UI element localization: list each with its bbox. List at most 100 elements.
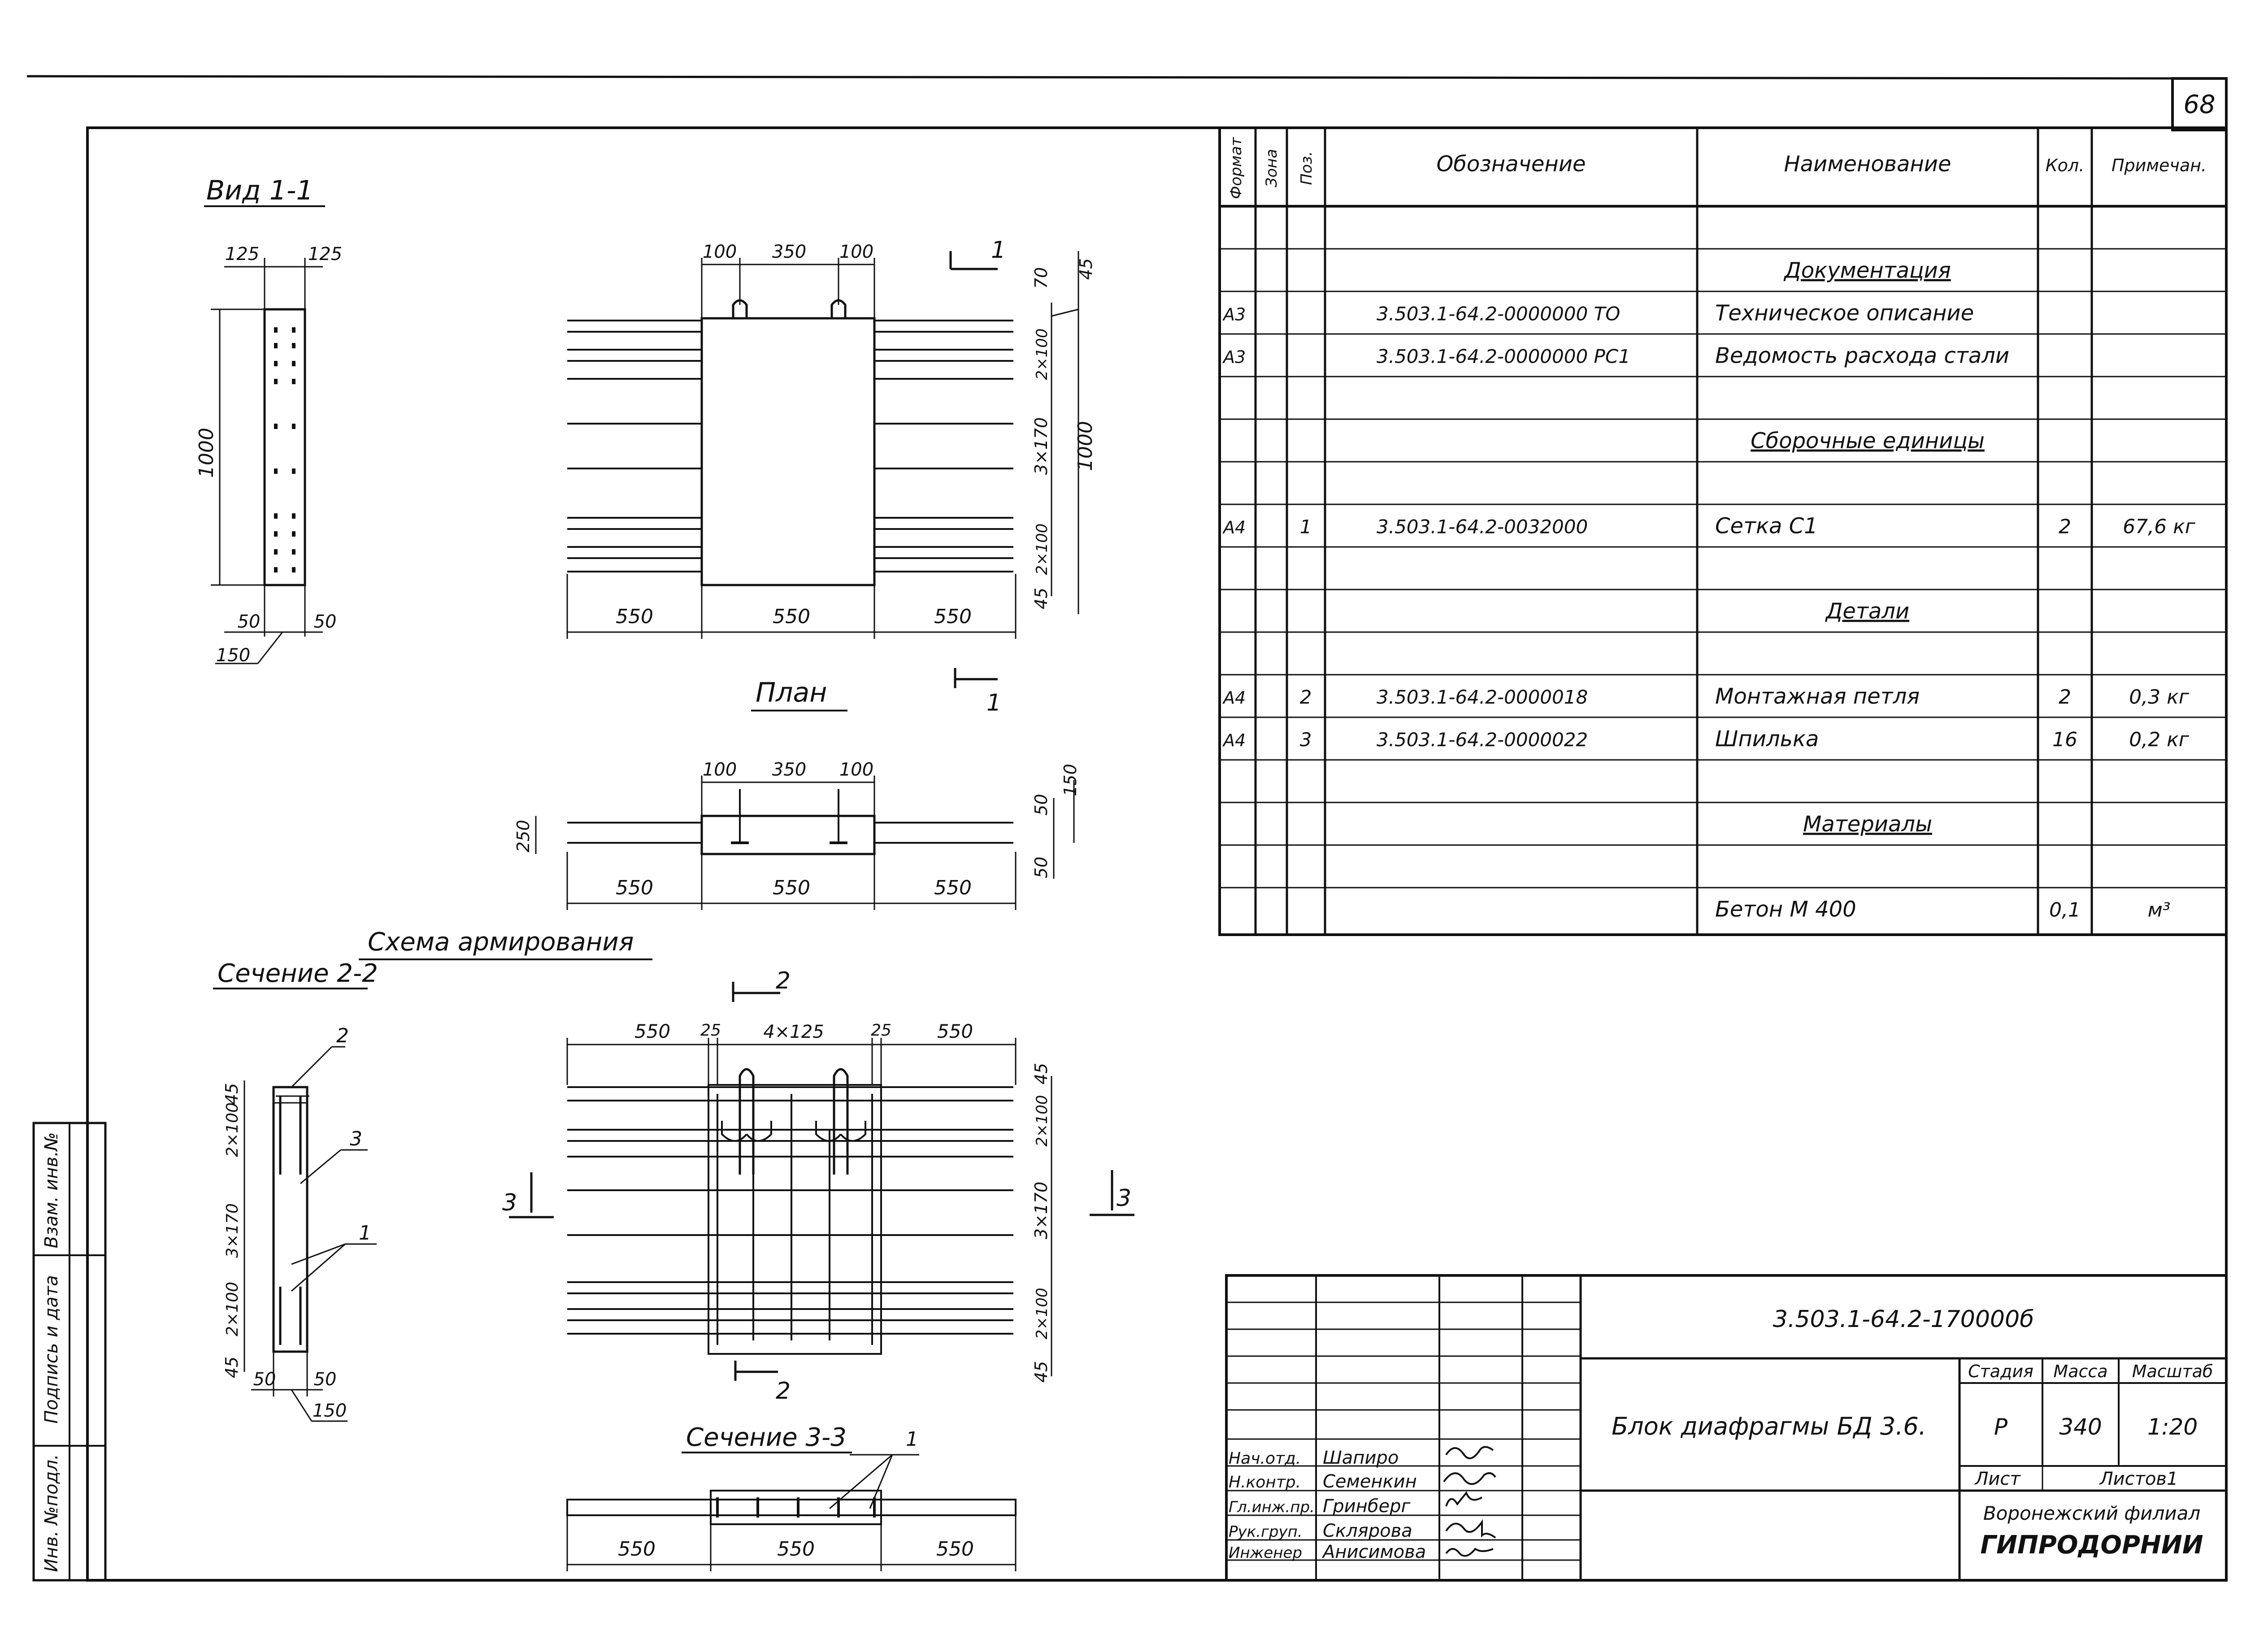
v11-dim-width: 150	[216, 645, 250, 666]
sheets-label: Листов1	[2099, 1469, 2178, 1489]
top-trim-line	[26, 75, 2225, 80]
v11-dim-bottom-right: 50	[314, 611, 337, 632]
spec-header-designation: Обозначение	[1436, 152, 1586, 177]
reinf-dim-top-3: 4×125	[763, 1022, 824, 1042]
spec-cell-name: Ведомость расхода стали	[1715, 343, 2009, 369]
s22-dim-left-4: 2×100	[223, 1282, 242, 1336]
spec-cell-pos: 3	[1300, 729, 1312, 751]
mass-value: 340	[2059, 1414, 2102, 1440]
stage-value: Р	[1994, 1414, 2008, 1440]
org-line-2: ГИПРОДОРНИИ	[1980, 1531, 2203, 1560]
section33-core	[710, 1490, 882, 1525]
plan-dim-top-2: 350	[772, 759, 806, 780]
front-dim-right-45: 45	[1076, 258, 1096, 280]
spec-cell-format: А4	[1222, 731, 1246, 750]
plan-view: План 1 100 350 100 250 50 150 50 550 550	[513, 668, 1080, 910]
plan-dim-right-1: 50	[1031, 794, 1051, 815]
stage-header: Стадия	[1968, 1361, 2033, 1381]
signatory-role-4: Рук.груп.	[1229, 1523, 1303, 1541]
section33-title: Сечение 3-3	[686, 1423, 847, 1452]
spec-header-note: Примечан.	[2112, 156, 2207, 175]
section-3-3: Сечение 3-3 1 550 550 550	[566, 1423, 1017, 1571]
side-stamp: Взам. инв.№ Подпись и дата Инв. №подл.	[32, 1122, 107, 1582]
plan-dim-bottom-3: 550	[934, 876, 972, 899]
front-dim-right-2x100b: 2×100	[1033, 523, 1051, 575]
plan-dim-top-1: 100	[703, 759, 737, 780]
reinforcement-view: 550 25 4×125 25 550 2 2 3 3 45 2×100 3×1…	[502, 967, 1134, 1405]
page-number: 68	[2183, 90, 2215, 119]
reinf-dim-top-1: 550	[634, 1020, 670, 1042]
spec-header-pos: Поз.	[1298, 151, 1316, 185]
plan-block	[700, 815, 876, 855]
signatory-name-4: Склярова	[1323, 1521, 1412, 1541]
page-number-box	[2171, 77, 2228, 131]
plan-dim-bottom-2: 550	[773, 876, 810, 899]
front-dim-right-70: 70	[1031, 267, 1051, 289]
spec-cell-pos: 2	[1300, 686, 1312, 708]
s22-callout-1: 1	[359, 1222, 371, 1244]
v11-dim-bottom-left: 50	[238, 611, 261, 632]
signatory-role-2: Н.контр.	[1229, 1473, 1301, 1492]
plan-dim-left: 250	[513, 820, 533, 853]
front-dim-total: 1000	[1074, 421, 1097, 471]
reinf-section-2-top: 2	[776, 967, 791, 994]
s33-dim-bottom-3: 550	[936, 1538, 974, 1561]
spec-cell-designation: 3.503.1-64.2-0000018	[1377, 686, 1588, 708]
s22-dim-left-1: 45	[222, 1083, 242, 1105]
section22-title: Сечение 2-2	[217, 959, 378, 988]
front-dim-top-1: 100	[703, 242, 737, 262]
signatory-role-5: Инженер	[1229, 1544, 1302, 1562]
reinf-dim-right-3: 3×170	[1031, 1182, 1051, 1240]
reinf-section-3-left: 3	[502, 1189, 517, 1216]
reinf-dim-top-5: 550	[937, 1020, 973, 1042]
spec-cell-name: Техническое описание	[1715, 301, 1974, 326]
front-dim-top-3: 100	[839, 242, 873, 262]
s22-dim-bottom-3: 150	[313, 1401, 347, 1421]
spec-cell-name: Монтажная петля	[1715, 684, 1920, 709]
stamp-cell-1: Взам. инв.№	[41, 1132, 62, 1249]
reinf-dim-right-5: 45	[1031, 1361, 1051, 1383]
doc-code: 3.503.1-64.2-170000б	[1773, 1306, 2034, 1333]
signatory-name-1: Шапиро	[1323, 1448, 1399, 1468]
spec-header-zone: Зона	[1263, 149, 1281, 187]
spec-cell-designation: 3.503.1-64.2-0000000 РС1	[1377, 346, 1630, 368]
s22-dim-left-3: 3×170	[223, 1203, 242, 1258]
plan-title: План	[756, 677, 827, 708]
signatory-role-3: Гл.инж.пр.	[1229, 1498, 1315, 1516]
signatures	[1443, 1446, 1496, 1557]
spec-cell-name: Материалы	[1803, 812, 1932, 837]
stamp-cell-3: Инв. №подл.	[41, 1454, 62, 1572]
signatory-role-1: Нач.отд.	[1229, 1449, 1301, 1468]
s33-dim-bottom-2: 550	[777, 1538, 815, 1561]
plan-dim-bottom-1: 550	[616, 876, 653, 899]
plan-dim-top-3: 100	[839, 759, 873, 780]
signatory-name-3: Гринберг	[1323, 1496, 1411, 1517]
title-block: 3.503.1-64.2-170000б Блок диафрагмы БД 3…	[1225, 1274, 2228, 1582]
spec-cell-designation: 3.503.1-64.2-0000022	[1377, 729, 1588, 751]
v11-dim-height: 1000	[195, 428, 218, 478]
reinf-dim-right-4: 2×100	[1033, 1288, 1051, 1339]
front-dim-bottom-1: 550	[616, 605, 653, 628]
spec-cell-name: Бетон М 400	[1715, 897, 1856, 922]
front-block	[700, 317, 876, 586]
spec-cell-format: А4	[1222, 518, 1246, 538]
reinf-dim-top-2: 25	[700, 1021, 721, 1040]
reinf-dim-right-1: 45	[1031, 1063, 1051, 1084]
plan-dim-right-2: 150	[1060, 764, 1080, 797]
spec-cell-pos: 1	[1300, 516, 1312, 538]
front-dim-bottom-2: 550	[773, 605, 810, 628]
spec-cell-name: Сборочные единицы	[1751, 429, 1985, 454]
spec-header-name: Наименование	[1784, 152, 1951, 177]
spec-cell-note: 67,6 кг	[2123, 516, 2196, 538]
reinf-section-2-bottom: 2	[776, 1378, 791, 1405]
spec-cell-qty: 16	[2052, 728, 2077, 751]
spec-cell-name: Сетка С1	[1715, 514, 1818, 539]
reinforcement-cage	[708, 1084, 882, 1355]
view11-body	[263, 308, 306, 586]
reinf-dim-right-2: 2×100	[1033, 1095, 1051, 1146]
front-view: 100 350 100 1 70 45 2×100 3×170 1000 2×1…	[566, 237, 1097, 639]
spec-cell-format: А3	[1222, 347, 1246, 367]
spec-cell-format: А3	[1222, 305, 1246, 325]
